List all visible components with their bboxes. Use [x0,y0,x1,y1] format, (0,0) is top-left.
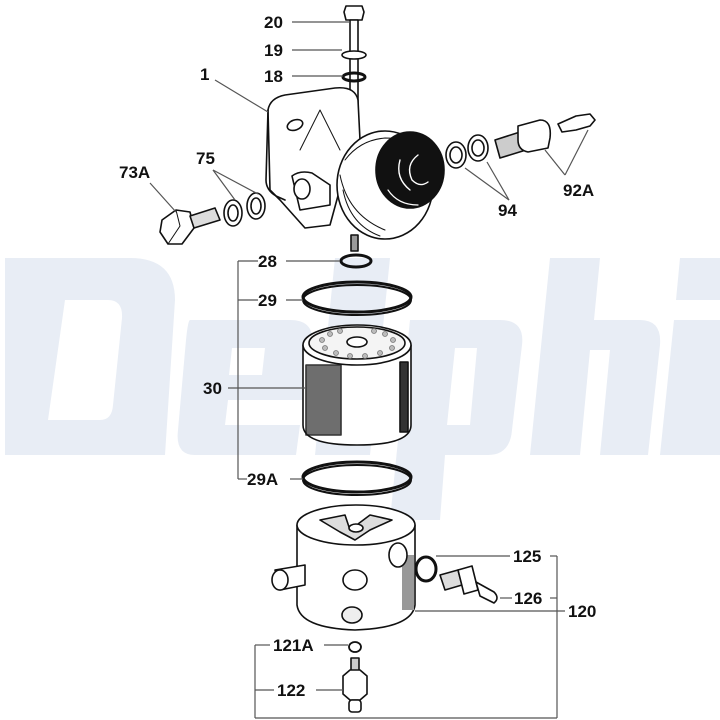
washer-19-icon [341,50,367,60]
callout-120[interactable]: 120 [568,602,597,621]
callout-94[interactable]: 94 [498,201,517,220]
callout-121a[interactable]: 121A [273,636,314,655]
callout-75[interactable]: 75 [196,149,215,168]
oring-125-icon [414,555,438,583]
seal-29-icon [301,280,413,316]
callout-28[interactable]: 28 [258,252,277,271]
oring-28-icon [339,253,373,269]
callout-122[interactable]: 122 [277,681,306,700]
connector-92a-icon [494,113,596,159]
callout-19[interactable]: 19 [264,41,283,60]
callout-73a[interactable]: 73A [119,163,151,182]
callout-20[interactable]: 20 [264,13,283,32]
seal-29a-icon [301,460,413,496]
filter-head-1-icon [265,86,445,252]
sediment-bowl-120-icon [271,504,416,631]
oring-18-icon [341,71,367,83]
drain-plug-122-icon [342,657,368,713]
callout-29a[interactable]: 29A [247,470,279,489]
washers-75-icon [223,192,266,227]
callout-126[interactable]: 126 [514,589,543,608]
drain-fitting-126-icon [439,565,498,604]
banjo-bolt-73a-icon [159,207,221,245]
callout-92a[interactable]: 92A [563,181,595,200]
callout-29[interactable]: 29 [258,291,277,310]
filter-element-30-icon [302,324,412,446]
oring-121a-icon [348,641,362,653]
callout-18[interactable]: 18 [264,67,283,86]
callout-125[interactable]: 125 [513,547,542,566]
callout-30[interactable]: 30 [203,379,222,398]
leader-lines [149,21,589,719]
callout-1[interactable]: 1 [200,65,210,84]
washers-94-icon [445,134,489,169]
